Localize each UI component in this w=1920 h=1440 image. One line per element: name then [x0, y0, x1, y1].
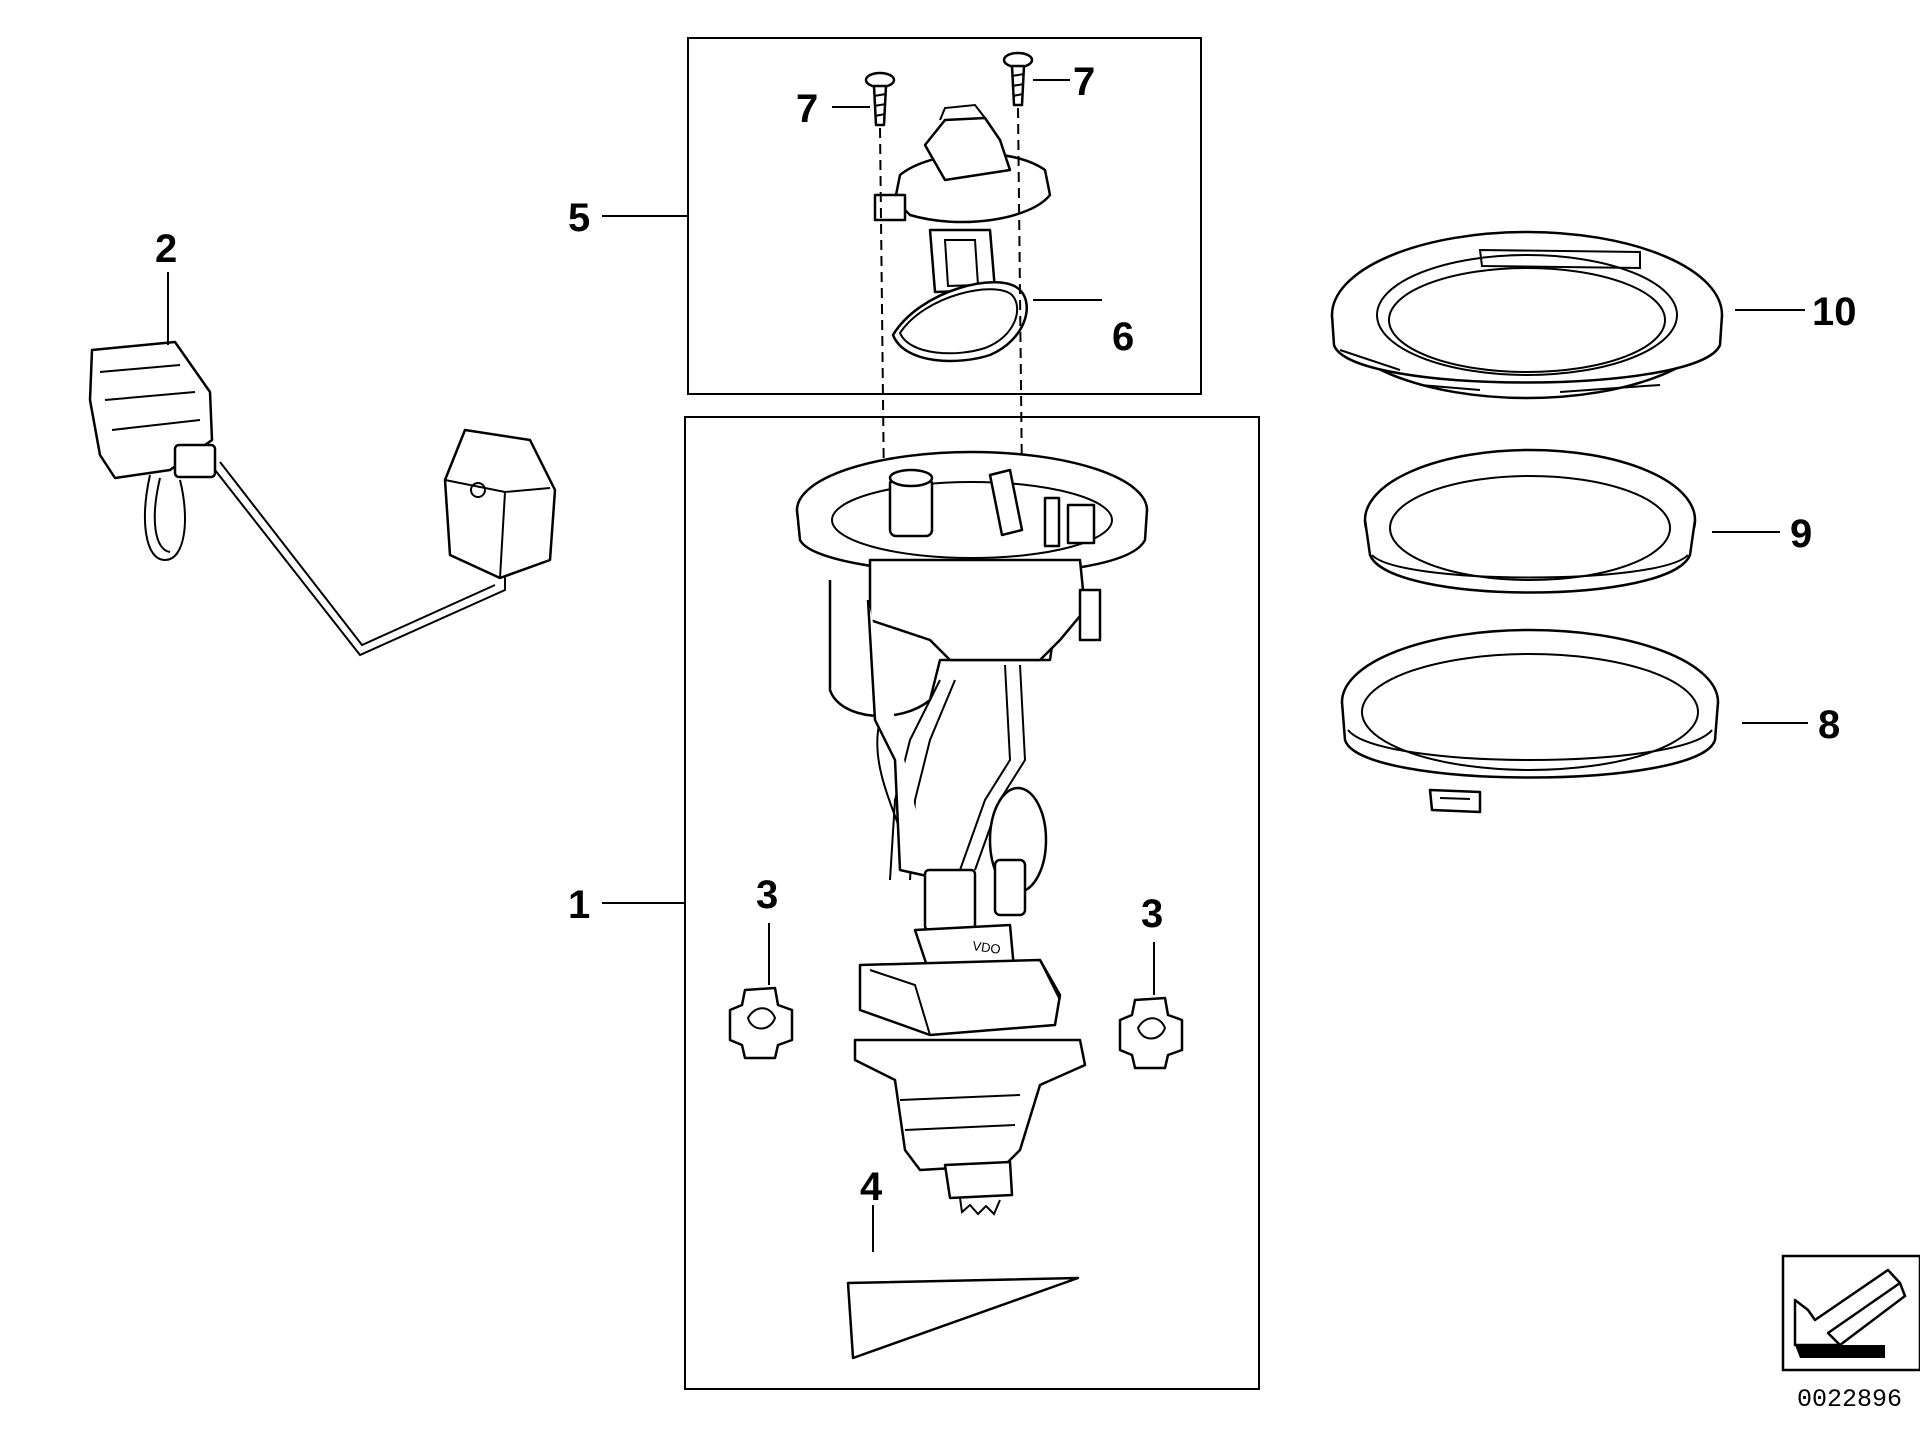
seal-ring-part	[1363, 448, 1697, 594]
pump-marking: VDO	[972, 938, 1002, 957]
lock-ring-part	[1330, 230, 1724, 400]
callout-5: 5	[568, 196, 590, 240]
callout-1: 1	[568, 883, 590, 927]
callout-6: 6	[1112, 315, 1134, 359]
callout-7-right: 7	[1073, 60, 1095, 104]
callout-9: 9	[1790, 512, 1812, 556]
screw-part-left	[864, 71, 896, 127]
retaining-ring-part	[1340, 628, 1720, 814]
orientation-arrow-icon	[1781, 1254, 1920, 1372]
screw-part-right	[1002, 51, 1034, 107]
flange-connector-part	[873, 103, 1052, 294]
callout-3-right: 3	[1141, 892, 1163, 936]
level-sensor-part	[88, 340, 557, 657]
diagram-reference-code: 0022896	[1797, 1385, 1902, 1414]
callout-8: 8	[1818, 703, 1840, 747]
callout-10: 10	[1812, 290, 1857, 334]
callout-7-left: 7	[796, 87, 818, 131]
clip-part-right	[1118, 996, 1184, 1070]
callout-3-left: 3	[756, 873, 778, 917]
fuel-pump-assembly-part	[795, 450, 1149, 1216]
gasket-part	[891, 281, 1028, 363]
callout-2: 2	[155, 227, 177, 271]
clip-part-left	[728, 986, 794, 1060]
callout-4: 4	[860, 1165, 883, 1209]
wedge-insert-part	[846, 1276, 1080, 1360]
